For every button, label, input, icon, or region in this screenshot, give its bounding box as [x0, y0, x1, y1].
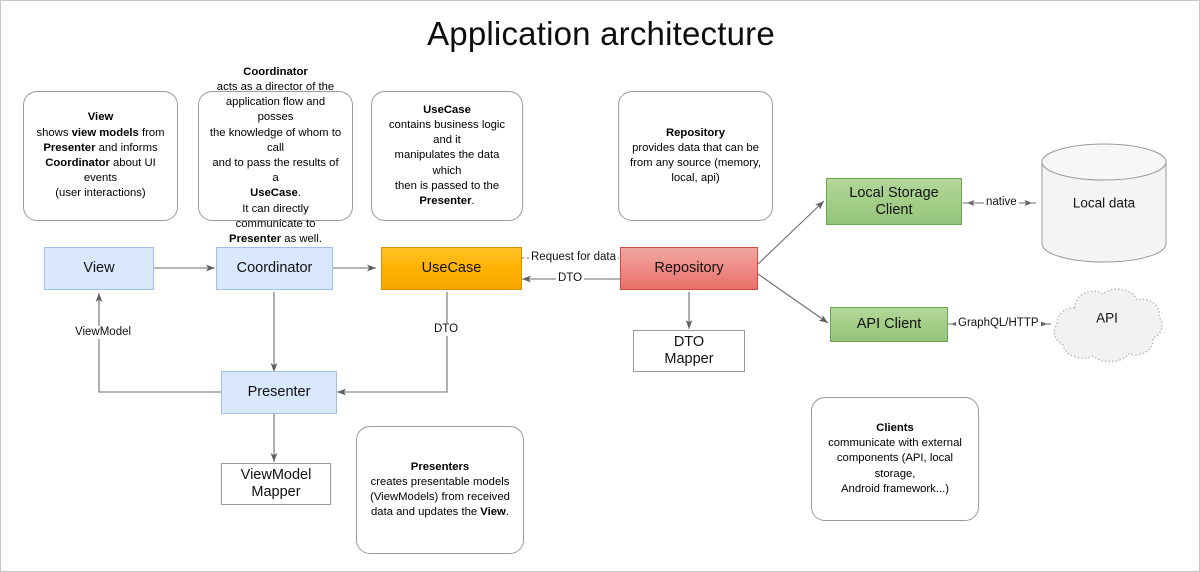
- note-coordinator-text: Coordinator acts as a director of the appl…: [208, 65, 343, 247]
- node-view[interactable]: View: [44, 247, 154, 290]
- node-local-storage-client[interactable]: Local Storage Client: [826, 178, 962, 225]
- node-local-storage-client-label-line1: Local Storage: [849, 184, 939, 201]
- note-clients: Clients communicate with external componen…: [811, 397, 979, 521]
- note-presenters-title: Presenters: [410, 460, 470, 473]
- note-view-line-0: shows view models from: [36, 126, 165, 139]
- note-presenters-line-0: creates presentable models: [370, 475, 510, 488]
- node-repository[interactable]: Repository: [620, 247, 758, 290]
- edge-repository-to-api-client: [757, 273, 829, 324]
- note-repository-title: Repository: [665, 126, 725, 139]
- node-local-data[interactable]: Local data: [1041, 143, 1167, 263]
- note-clients-text: Clients communicate with external componen…: [821, 421, 969, 497]
- note-coordinator-line-2: the knowledge of whom to call: [209, 126, 342, 154]
- edge-label-viewmodel: ViewModel: [73, 326, 134, 339]
- edge-label-request-for-data: Request for data: [529, 251, 619, 264]
- note-usecase-line-0: contains business logic and it: [388, 118, 506, 147]
- note-presenters-text: Presenters creates presentable models (Vie…: [366, 460, 514, 521]
- edge-usecase-to-presenter: [337, 292, 448, 396]
- node-presenter[interactable]: Presenter: [221, 371, 337, 414]
- node-api-label: API: [1096, 310, 1118, 326]
- note-clients-line-1: components (API, local storage,: [836, 452, 954, 480]
- node-api[interactable]: API: [1041, 284, 1173, 366]
- note-repository-line-1: from any source (memory,: [630, 157, 761, 169]
- note-coordinator-line-6: Presenter as well.: [229, 233, 322, 246]
- node-local-data-label: Local data: [1072, 195, 1136, 211]
- note-coordinator: Coordinator acts as a director of the appl…: [198, 66, 353, 245]
- node-coordinator-label: Coordinator: [236, 260, 313, 276]
- note-usecase-line-1: manipulates the data which: [394, 149, 500, 177]
- note-coordinator-line-1: application flow and posses: [225, 96, 326, 124]
- edge-label-native: native: [984, 196, 1019, 209]
- node-api-client-label: API Client: [856, 316, 922, 332]
- note-clients-line-0: communicate with external: [828, 437, 962, 450]
- cylinder-shape: [1041, 143, 1167, 263]
- note-repository-text: Repository provides data that can be from …: [628, 126, 763, 187]
- page-title: Application architecture: [427, 15, 775, 52]
- node-dto-mapper-label-line1: DTO: [673, 334, 705, 350]
- note-repository: Repository provides data that can be from …: [618, 91, 773, 221]
- note-view-line-1: Presenter and informs: [43, 141, 158, 154]
- note-clients-title: Clients: [876, 421, 914, 434]
- note-usecase-line-3: Presenter.: [419, 195, 475, 207]
- note-coordinator-line-4: UseCase.: [250, 187, 301, 200]
- edge-label-dto-usecase: DTO: [432, 323, 461, 336]
- note-view-line-3: (user interactions): [55, 187, 146, 200]
- node-dto-mapper[interactable]: DTO Mapper: [633, 330, 745, 372]
- node-coordinator[interactable]: Coordinator: [216, 247, 333, 290]
- note-repository-line-0: provides data that can be: [632, 141, 759, 154]
- node-usecase[interactable]: UseCase: [381, 247, 522, 290]
- note-presenters-line-1: (ViewModels) from received: [370, 491, 510, 503]
- edge-label-dto-repository: DTO: [556, 272, 585, 285]
- node-viewmodel-mapper-label-line2: Mapper: [251, 484, 301, 500]
- note-coordinator-line-3: and to pass the results of a: [212, 157, 339, 185]
- note-presenters: Presenters creates presentable models (Vie…: [356, 426, 524, 554]
- note-coordinator-line-0: acts as a director of the: [216, 80, 335, 93]
- node-api-client[interactable]: API Client: [830, 307, 948, 342]
- node-local-storage-client-label-line2: Client: [875, 201, 913, 218]
- node-viewmodel-mapper-label-line1: ViewModel: [240, 467, 312, 483]
- note-usecase-line-2: then is passed to the: [394, 179, 500, 192]
- note-repository-line-2: local, api): [671, 172, 720, 185]
- note-view-title: View: [87, 111, 114, 124]
- note-coordinator-line-5: It can directly communicate to: [235, 202, 316, 230]
- note-coordinator-title: Coordinator: [243, 65, 308, 78]
- node-viewmodel-mapper[interactable]: ViewModel Mapper: [221, 463, 331, 505]
- note-view-line-2: Coordinator about UI events: [45, 157, 156, 185]
- node-usecase-label: UseCase: [421, 260, 482, 276]
- note-clients-line-2: Android framework...): [841, 482, 949, 495]
- edge-label-graphql-http: GraphQL/HTTP: [956, 317, 1041, 330]
- node-presenter-label: Presenter: [247, 384, 311, 400]
- node-dto-mapper-label-line2: Mapper: [664, 351, 714, 367]
- node-view-label: View: [83, 260, 115, 276]
- edge-presenter-to-view: [95, 293, 221, 393]
- cloud-shape: [1053, 288, 1163, 363]
- node-repository-label: Repository: [654, 260, 724, 276]
- note-presenters-line-2: data and updates the View.: [371, 506, 509, 519]
- note-usecase-title: UseCase: [423, 103, 471, 116]
